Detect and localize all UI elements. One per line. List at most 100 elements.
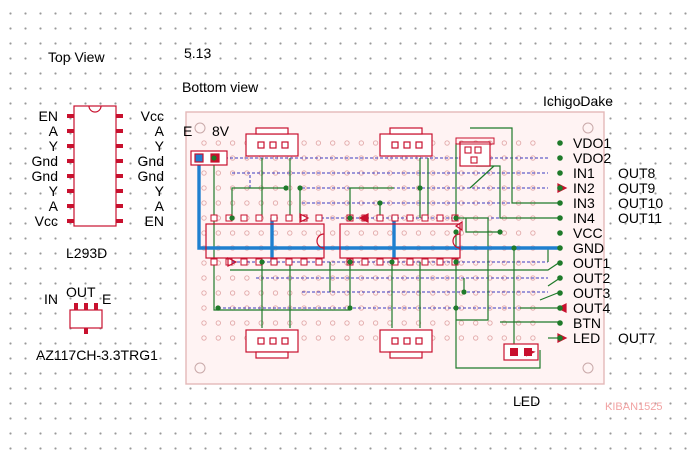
board-hole (215, 230, 221, 236)
junction-dot (417, 185, 423, 191)
regulator-name-label: AZ117CH-3.3TRG1 (36, 347, 158, 363)
junction-dot (453, 259, 459, 265)
chip-pin-stub (116, 204, 123, 208)
chip-right-pin-label: A (155, 198, 165, 214)
header-pad (403, 337, 411, 345)
connector-pad (557, 290, 563, 296)
ic-pin-pad (300, 258, 308, 266)
board-hole (372, 320, 379, 326)
connector-pin-label: VDO1 (573, 135, 611, 151)
board-hole (344, 230, 350, 236)
board-hole (301, 170, 307, 176)
board-hole (458, 260, 465, 266)
regulator-symbol (69, 303, 103, 334)
chip-pin-stub (67, 159, 74, 163)
board-hole (201, 170, 207, 176)
board-hole (229, 275, 236, 281)
connector-pin-label: GND (573, 240, 604, 256)
board-hole (444, 320, 450, 326)
board-hole (515, 320, 522, 326)
chip-left-pin-label: A (49, 123, 59, 139)
board-hole (229, 230, 236, 236)
header-pad (391, 141, 399, 149)
junction-dot (453, 305, 459, 311)
board-hole (201, 185, 207, 191)
board-hole (530, 185, 536, 191)
board-hole (315, 290, 322, 296)
board-hole (215, 185, 221, 191)
connector-pad (557, 170, 563, 176)
board-hole (330, 140, 336, 146)
board-hole (344, 140, 350, 146)
side-output-label: OUT7 (618, 330, 656, 346)
chip-right-pin-label: Gnd (138, 168, 164, 184)
chip-right-pin-label: Y (155, 138, 165, 154)
board-hole (501, 290, 507, 296)
bottom-view-label: Bottom view (182, 79, 259, 95)
board-hole (372, 290, 379, 296)
board-hole (515, 170, 522, 176)
board-hole (372, 230, 379, 236)
board-hole (415, 170, 422, 176)
chip-right-pin-label: Vcc (141, 108, 164, 124)
header-pad (391, 337, 399, 345)
board-hole (487, 320, 493, 326)
board-hole (272, 200, 279, 206)
board-hole (344, 275, 350, 281)
ic-pin-pad (406, 214, 414, 222)
chip-left-pin-label: A (49, 198, 59, 214)
board-hole (530, 275, 536, 281)
board-hole (515, 140, 522, 146)
board-hole (344, 335, 350, 341)
junction-dot (347, 259, 353, 265)
board-hole (244, 290, 250, 296)
ic-pin-pad (421, 258, 429, 266)
chip-pin-stub (116, 114, 123, 118)
ic-pin-pad (270, 214, 278, 222)
ic-pin-pad (315, 258, 323, 266)
header-pad (403, 141, 411, 149)
power-e-label: E (183, 123, 192, 139)
junction-dot (297, 185, 303, 191)
power-pad-e (194, 153, 204, 163)
chip-right-pin-label: EN (145, 213, 164, 229)
board-hole (444, 215, 450, 221)
board-hole (229, 335, 236, 341)
board-hole (330, 320, 336, 326)
board-hole (515, 335, 522, 341)
board-hole (358, 320, 364, 326)
board-hole (515, 230, 522, 236)
board-hole (372, 140, 379, 146)
chip-left-pin-label: Y (49, 183, 59, 199)
junction-dot (283, 185, 289, 191)
ic-pin-pad (315, 214, 323, 222)
board-hole (444, 290, 450, 296)
led-label: LED (513, 393, 540, 409)
board-hole (301, 290, 307, 296)
motor-connector-top-right (379, 127, 433, 157)
chip-pin-stub (67, 129, 74, 133)
ic-pin-pad (285, 214, 293, 222)
board-hole (229, 320, 236, 326)
side-output-label: OUT11 (618, 210, 662, 226)
board-hole (430, 215, 436, 221)
board-hole (401, 230, 407, 236)
chip-right-pin-label: Gnd (138, 153, 164, 169)
board-hole (458, 320, 465, 326)
board-hole (201, 290, 207, 296)
junction-dot (259, 259, 265, 265)
board-hole (215, 275, 221, 281)
board-hole (258, 200, 264, 206)
board-hole (415, 200, 422, 206)
board-hole (358, 140, 364, 146)
chip-pin-stub (116, 189, 123, 193)
board-hole (358, 335, 364, 341)
connector-pin-label: OUT2 (573, 270, 611, 286)
chip-pin-stub (67, 189, 74, 193)
power-8v-label: 8V (212, 123, 230, 139)
board-hole (501, 320, 507, 326)
board-hole (330, 215, 336, 221)
board-hole (358, 155, 364, 161)
board-hole (215, 290, 221, 296)
